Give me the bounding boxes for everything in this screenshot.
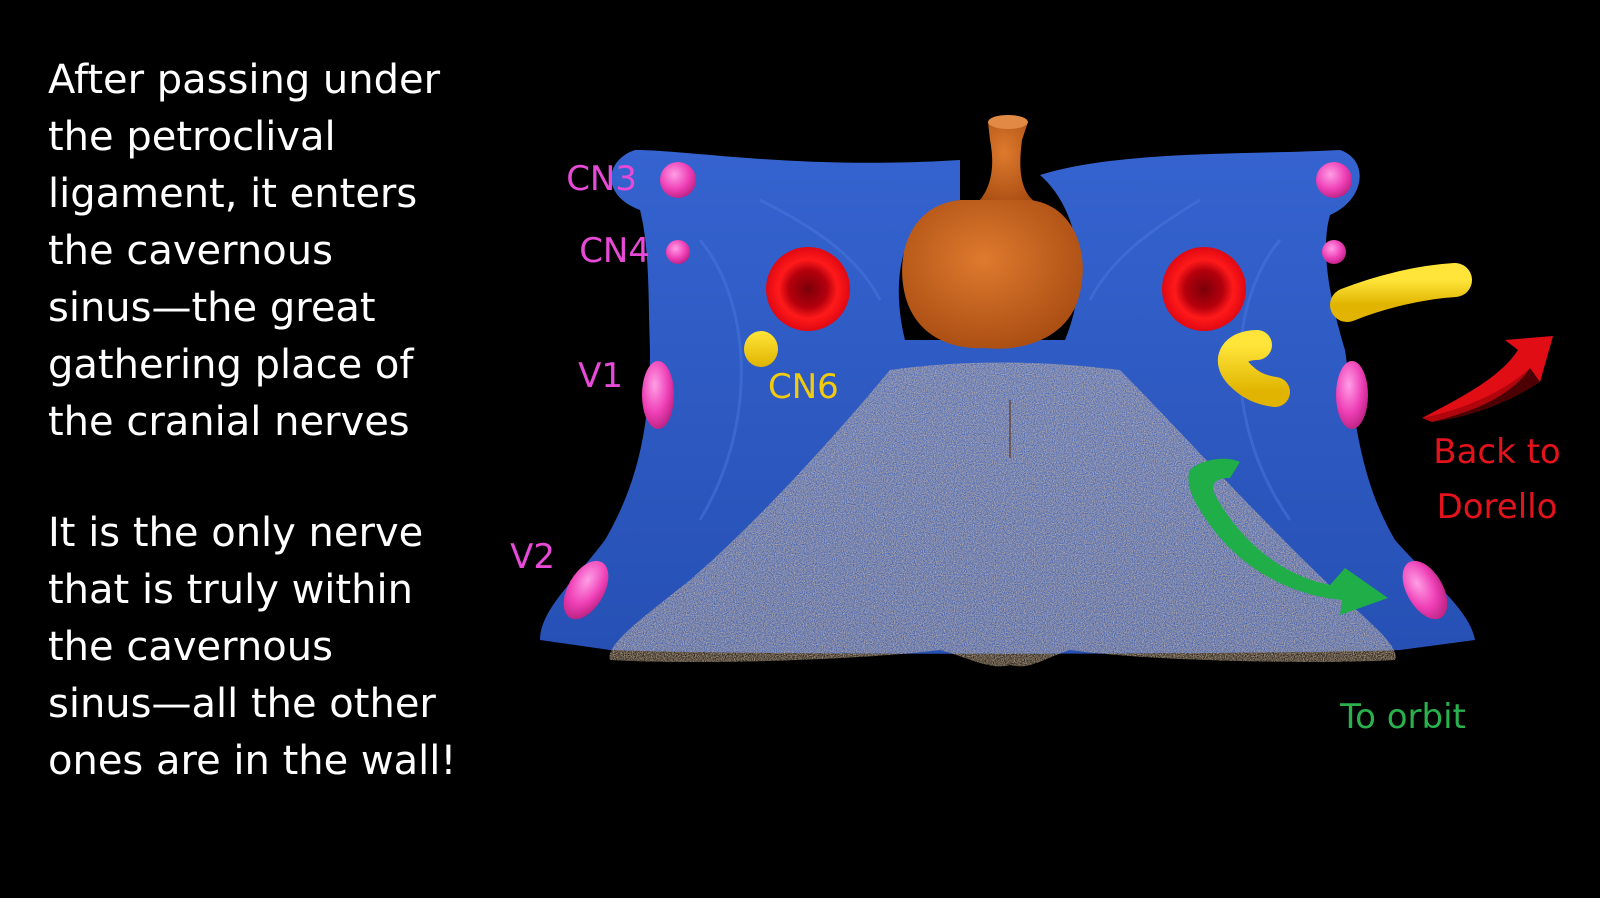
paragraph-only-nerve: It is the only nerve that is truly withi… <box>48 505 518 790</box>
v2-nerve-right <box>1402 560 1448 620</box>
label-dorello: Dorello <box>1437 487 1558 527</box>
cn3-nerve-right <box>1316 162 1352 198</box>
text-line: ligament, it enters <box>48 171 418 217</box>
text-line: that is truly within <box>48 567 413 613</box>
cn6-nerve-left <box>744 331 778 367</box>
to-orbit-arrow <box>1188 458 1388 615</box>
bone-sphenoid <box>609 362 1396 667</box>
label-to-orbit: To orbit <box>1339 697 1466 737</box>
cn3-nerve-left <box>660 162 696 198</box>
v2-nerve-left <box>563 560 609 620</box>
cn6-nerve-course-bend <box>1218 330 1290 407</box>
paragraph-intro: After passing under the petroclival liga… <box>48 52 518 451</box>
label-v1: V1 <box>578 356 623 396</box>
cn6-nerve-course-upper <box>1330 263 1472 322</box>
text-line: ones are in the wall! <box>48 738 457 784</box>
cn4-nerve-left <box>666 240 690 264</box>
v1-nerve-right <box>1336 361 1368 429</box>
label-cn3: CN3 <box>566 159 637 199</box>
carotid-artery-left <box>766 247 850 331</box>
text-line: the cavernous <box>48 624 333 670</box>
text-line: It is the only nerve <box>48 510 424 556</box>
pituitary-stalk <box>975 117 1040 205</box>
cn4-nerve-right <box>1322 240 1346 264</box>
label-cn4: CN4 <box>579 231 650 271</box>
text-line: the cranial nerves <box>48 399 410 445</box>
v1-nerve-left <box>642 361 674 429</box>
back-to-dorello-arrow-shading <box>1422 368 1540 422</box>
label-back-to: Back to <box>1433 432 1560 472</box>
carotid-artery-right <box>1162 247 1246 331</box>
pituitary-gland <box>902 200 1083 349</box>
back-to-dorello-arrow <box>1422 336 1553 422</box>
text-line: sinus—all the other <box>48 681 436 727</box>
text-line: the cavernous <box>48 228 333 274</box>
text-line: the petroclival <box>48 114 336 160</box>
text-line: gathering place of <box>48 342 414 388</box>
label-v2: V2 <box>510 537 555 577</box>
label-cn6: CN6 <box>768 367 839 407</box>
text-line: After passing under <box>48 57 441 103</box>
pituitary-stalk-top <box>988 115 1028 129</box>
text-line: sinus—the great <box>48 285 376 331</box>
